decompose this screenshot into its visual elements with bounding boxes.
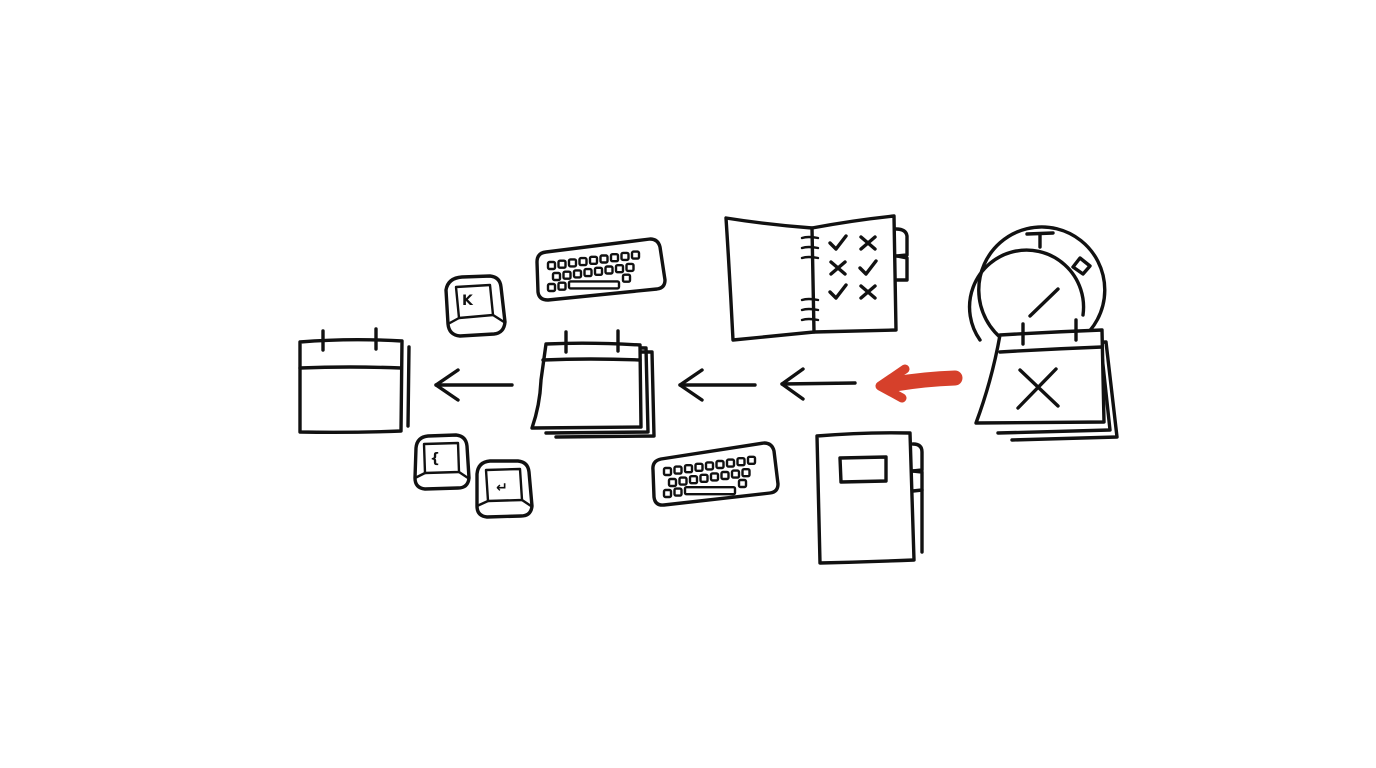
calendar-icon xyxy=(298,327,411,435)
keycap-enter-label: ↵ xyxy=(496,480,508,496)
keyboard-key xyxy=(694,462,704,472)
keyboard-key xyxy=(741,468,751,478)
keyboard-key xyxy=(673,487,683,497)
cross-mark-icon xyxy=(859,235,877,251)
check-mark-icon xyxy=(858,259,878,276)
keyboard-key xyxy=(709,472,720,482)
keyboard-key xyxy=(567,258,578,268)
keyboard-key xyxy=(662,466,673,477)
keyboard-key xyxy=(688,475,699,485)
keyboard-key xyxy=(720,470,730,481)
keyboard-key xyxy=(551,271,562,282)
keyboard-icon xyxy=(651,441,780,507)
keyboard-key xyxy=(557,259,567,269)
keycap-enter-icon: ↵ xyxy=(475,459,534,519)
keyboard-key xyxy=(730,469,741,479)
keyboard-key xyxy=(620,251,630,262)
keyboard-spacebar xyxy=(683,486,737,496)
keyboard-key xyxy=(578,256,588,267)
check-mark-icon xyxy=(828,283,848,300)
keyboard-key xyxy=(614,264,625,274)
keyboard-key xyxy=(699,473,709,483)
keyboard-key xyxy=(557,281,567,291)
keyboard-key xyxy=(667,477,678,488)
keyboard-key xyxy=(621,273,632,283)
keyboard-key xyxy=(630,250,641,260)
keyboard-key xyxy=(546,260,557,271)
keyboard-key xyxy=(704,461,715,471)
keyboard-spacebar xyxy=(567,280,621,290)
keyboard-key xyxy=(546,282,557,293)
keyboard-key xyxy=(562,270,572,280)
keyboard-key xyxy=(572,269,583,279)
calendar-stack-x-icon xyxy=(974,318,1119,442)
keyboard-key xyxy=(609,252,620,263)
keyboard-key xyxy=(625,262,635,273)
keyboard-key xyxy=(746,455,757,465)
checklist-notebook-icon xyxy=(724,214,909,342)
calendar-stack-icon xyxy=(530,329,656,439)
keyboard-key xyxy=(662,488,673,499)
highlighted-arrow xyxy=(875,364,963,403)
keycap-k-icon: K xyxy=(444,274,507,338)
keyboard-icon xyxy=(535,237,667,302)
keyboard-key xyxy=(736,457,746,467)
keyboard-key xyxy=(715,459,725,470)
keyboard-key xyxy=(599,254,609,264)
keycap-brace-icon: { xyxy=(413,433,471,491)
arrow-3 xyxy=(780,367,857,401)
keyboard-key xyxy=(683,464,694,474)
cross-mark-icon xyxy=(829,260,847,276)
closed-notebook-icon xyxy=(815,431,924,565)
arrow-1 xyxy=(434,368,514,402)
arrow-2 xyxy=(678,368,757,402)
keyboard-key xyxy=(725,458,736,468)
cross-mark-icon xyxy=(859,284,877,300)
keycap-k-label: K xyxy=(462,293,474,309)
keyboard-key xyxy=(583,267,593,278)
keyboard-key xyxy=(588,255,599,265)
stopwatch-icon xyxy=(967,225,1107,354)
keyboard-key xyxy=(593,266,604,276)
keycap-brace-label: { xyxy=(430,451,440,467)
keyboard-key xyxy=(604,265,614,275)
keyboard-key xyxy=(673,465,683,475)
check-mark-icon xyxy=(828,234,848,251)
keyboard-key xyxy=(737,478,748,489)
keyboard-key xyxy=(678,476,688,486)
